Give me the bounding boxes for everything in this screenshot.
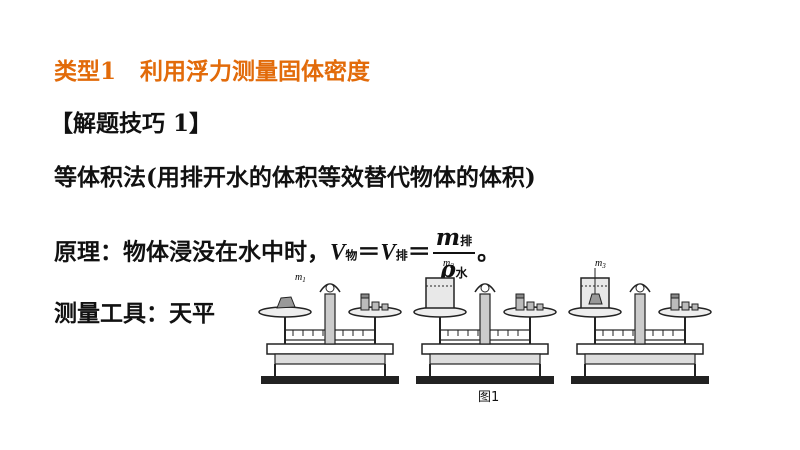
volume-symbol-2: V	[380, 239, 396, 265]
title-topic: 利用浮力测量固体密度	[140, 58, 371, 85]
period: 。	[477, 238, 501, 266]
principle-label: 原理：物体浸没在水中时，	[54, 238, 330, 266]
mass-label-2: m2	[443, 258, 454, 270]
balance-figure: m1 m2 m3	[258, 258, 712, 385]
section-title: 类型1 利用浮力测量固体密度	[54, 52, 370, 86]
tool-text: 测量工具：天平	[54, 300, 215, 327]
title-type: 类型1	[54, 58, 117, 85]
mass-label-1: m1	[295, 272, 306, 284]
object-subscript: 物	[345, 248, 358, 263]
fraction-numerator: m排	[432, 226, 476, 254]
figure-caption: 图1	[478, 390, 500, 405]
equals-sign-2: ＝	[407, 238, 431, 266]
method-text: 等体积法(用排开水的体积等效替代物体的体积)	[54, 164, 536, 191]
fraction-denominator: ρ水	[440, 256, 468, 283]
tip-heading: 【解题技巧 1】	[50, 110, 213, 137]
volume-symbol: V	[330, 239, 346, 265]
equals-sign: ＝	[357, 238, 381, 266]
mass-label-3: m3	[595, 258, 606, 270]
displaced-subscript: 排	[395, 248, 408, 263]
